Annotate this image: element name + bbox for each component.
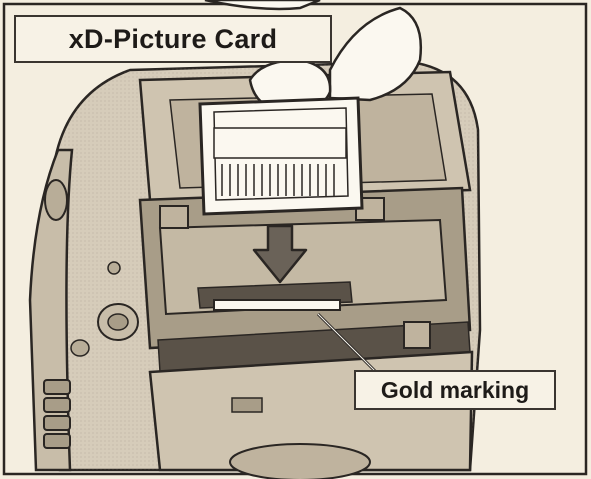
strap-lug bbox=[44, 179, 68, 221]
insert-arrow-icon bbox=[252, 224, 308, 284]
round-button-inner bbox=[107, 313, 129, 331]
bottom-dial bbox=[229, 443, 371, 479]
grip-ridges bbox=[43, 379, 71, 449]
gold-marking-strip bbox=[213, 299, 341, 311]
title-label: xD-Picture Card bbox=[14, 15, 332, 63]
lower-button bbox=[70, 339, 90, 357]
gold-marking-callout: Gold marking bbox=[354, 370, 556, 410]
side-latch bbox=[403, 321, 431, 349]
card-contacts-icon bbox=[221, 164, 335, 196]
small-button bbox=[107, 261, 121, 275]
xd-picture-card bbox=[198, 96, 364, 216]
lower-latch bbox=[231, 397, 263, 413]
